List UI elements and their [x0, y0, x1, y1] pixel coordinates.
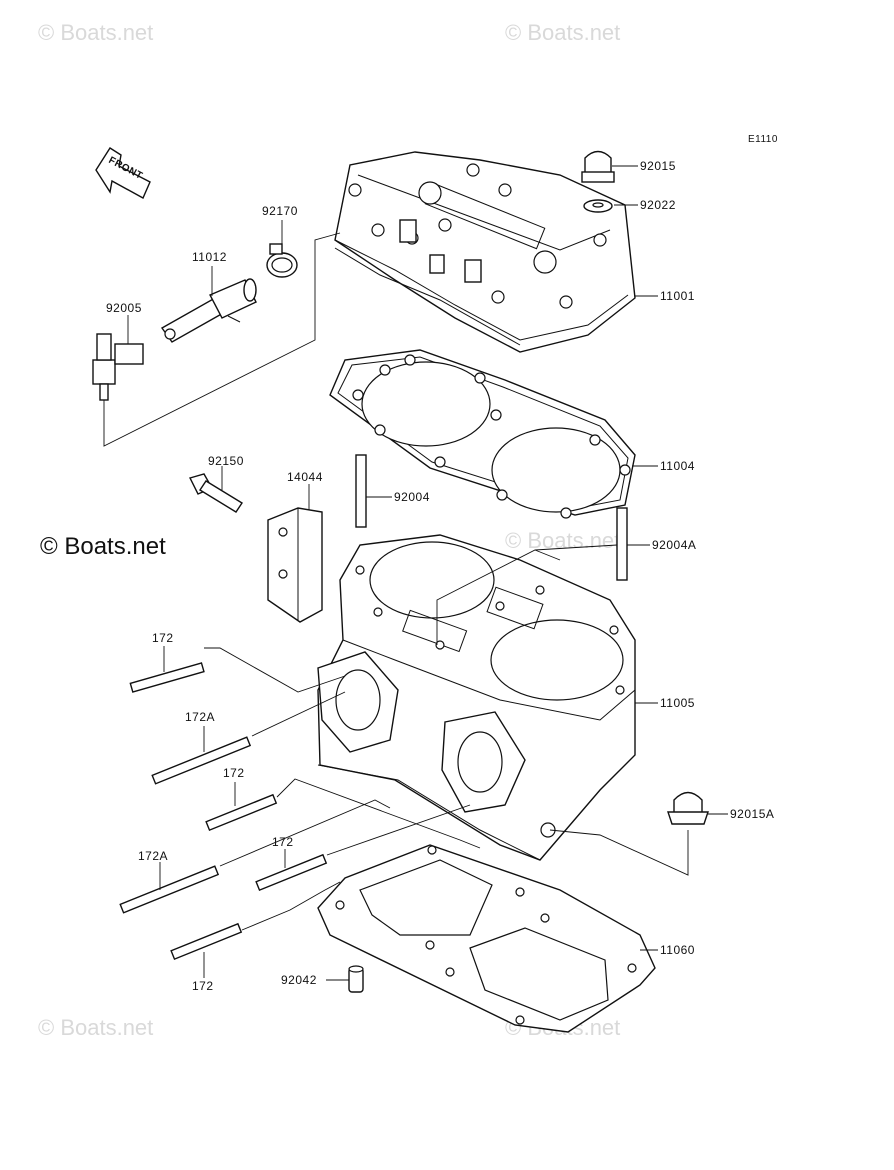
clamp-92170 — [266, 243, 298, 278]
stud-172-c — [255, 853, 328, 892]
dowel-92042 — [348, 965, 364, 993]
stud-92004A — [616, 507, 628, 581]
label-11001: 11001 — [660, 289, 695, 303]
washer-92022 — [583, 199, 613, 213]
label-92042: 92042 — [281, 973, 317, 987]
cylinder-head — [334, 151, 636, 353]
elbow-fitting-92005 — [92, 333, 144, 401]
front-arrow-icon: FRONT — [95, 147, 151, 199]
label-92004A: 92004A — [652, 538, 696, 552]
label-172: 172 — [192, 979, 214, 993]
label-172: 172 — [152, 631, 174, 645]
cap-nut-92015 — [581, 150, 615, 183]
bracket-14044 — [267, 507, 323, 623]
stud-172-d — [170, 922, 243, 961]
watermark: © Boats.net — [38, 20, 153, 45]
label-11005: 11005 — [660, 696, 695, 710]
label-172A: 172A — [185, 710, 215, 724]
stud-172-b — [205, 793, 278, 832]
label-92015: 92015 — [640, 159, 676, 173]
label-172: 172 — [272, 835, 294, 849]
base-gasket — [317, 844, 656, 1033]
watermark: © Boats.net — [505, 20, 620, 45]
watermark-main: © Boats.net — [40, 533, 166, 560]
stud-92004 — [355, 454, 367, 528]
label-92022: 92022 — [640, 198, 676, 212]
label-11060: 11060 — [660, 943, 695, 957]
cylinder-block — [317, 534, 636, 861]
label-172A: 172A — [138, 849, 168, 863]
label-11004: 11004 — [660, 459, 695, 473]
label-92150: 92150 — [208, 454, 244, 468]
bolt-92150 — [188, 473, 243, 513]
head-gasket — [329, 349, 636, 519]
watermark: © Boats.net — [38, 1015, 153, 1040]
stud-172A-a — [151, 736, 252, 785]
leader-lines — [103, 165, 728, 981]
stud-172A-b — [119, 865, 220, 914]
watermark: © Boats.net — [505, 528, 620, 553]
label-92005: 92005 — [106, 301, 142, 315]
sensor-11012 — [160, 278, 257, 343]
label-92170: 92170 — [262, 204, 298, 218]
diagram-code: E1110 — [748, 134, 778, 145]
label-11012: 11012 — [192, 250, 227, 264]
label-14044: 14044 — [287, 470, 323, 484]
label-172: 172 — [223, 766, 245, 780]
label-92015A: 92015A — [730, 807, 774, 821]
cap-nut-92015A — [667, 791, 709, 825]
label-92004: 92004 — [394, 490, 430, 504]
stud-172-a — [129, 662, 205, 693]
